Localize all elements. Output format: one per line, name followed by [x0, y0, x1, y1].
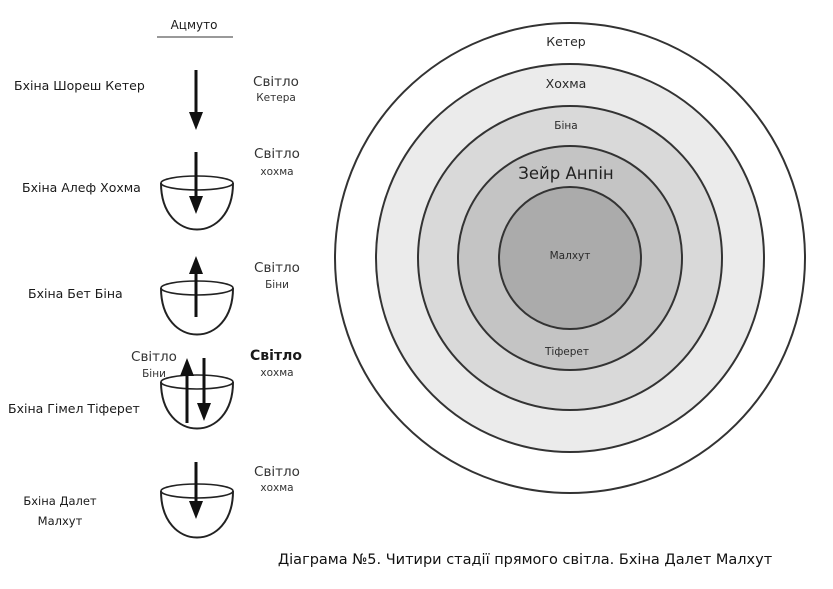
- light-sub-1: Кетера: [256, 92, 296, 104]
- sefirot-rings: [334, 22, 806, 494]
- ring-label-bina: Біна: [554, 120, 577, 132]
- light-sub-3: Біни: [265, 279, 289, 291]
- stage-label-gimel-tiferet: Бхіна Гімел Тіферет: [8, 401, 140, 416]
- stage-label-bet-bina: Бхіна Бет Біна: [28, 286, 123, 301]
- light-title-3: Світло: [254, 260, 300, 276]
- arrow-up-icon: [180, 358, 194, 423]
- arrow-down-icon: [189, 462, 203, 519]
- arrow-down-icon: [197, 358, 211, 421]
- arrow-up-icon: [189, 256, 203, 317]
- stage-label-shoresh-keter: Бхіна Шореш Кетер: [14, 78, 145, 93]
- arrow-down-icon: [189, 152, 203, 214]
- light-title-4: Світло: [250, 348, 302, 364]
- stage-label-dalet-line1: Бхіна Далет: [23, 494, 97, 508]
- light-title-5: Світло: [254, 464, 300, 480]
- ring-label-zeir-anpin: Зейр Анпін: [518, 164, 613, 183]
- diagram-caption: Діаграма №5. Читири стадії прямого світл…: [278, 552, 773, 568]
- ring-label-tiferet: Тіферет: [544, 346, 589, 358]
- ring-label-keter: Кетер: [546, 34, 586, 49]
- ring-label-hokhma: Хохма: [546, 76, 587, 91]
- ring-label-malkhut: Малхут: [550, 250, 591, 262]
- light-title-2: Світло: [254, 146, 300, 162]
- left-light-title-4: Світло: [131, 349, 177, 365]
- light-sub-4: хохма: [260, 367, 293, 379]
- stage-label-alef-hokhma: Бхіна Алеф Хохма: [22, 180, 141, 195]
- atsmuto-label: Ацмуто: [171, 18, 218, 32]
- ring-malkhut: [498, 186, 642, 330]
- vessel-icon: [160, 374, 234, 430]
- stage-label-dalet-line2: Малхут: [38, 514, 83, 528]
- light-title-1: Світло: [253, 74, 299, 90]
- light-sub-5: хохма: [260, 482, 293, 494]
- arrow-down-icon: [189, 70, 203, 130]
- light-sub-2: хохма: [260, 166, 293, 178]
- left-light-sub-4: Біни: [142, 368, 166, 380]
